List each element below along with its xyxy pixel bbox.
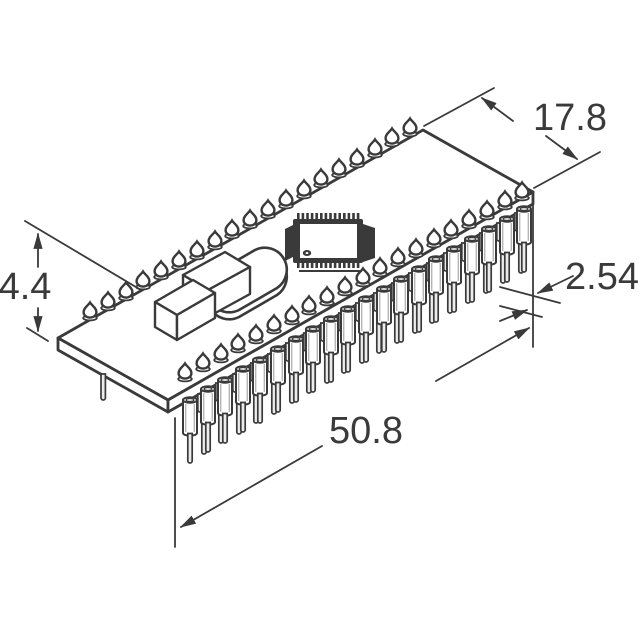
solder-joint <box>331 158 347 179</box>
components <box>153 213 375 342</box>
dim-width-ext-2 <box>533 151 601 189</box>
dim-pitch-arrow-2 <box>499 309 529 322</box>
solder-joint <box>223 219 241 240</box>
dim-width-arrow-1 <box>480 97 514 122</box>
left-under-pin <box>100 373 107 401</box>
dim-height-label: 4.4 <box>0 266 51 308</box>
solder-joint <box>81 301 99 322</box>
solder-joint <box>313 168 329 189</box>
dim-pitch-ext-a <box>499 286 561 304</box>
solder-joint <box>367 138 383 159</box>
dim-width-label: 17.8 <box>533 97 607 139</box>
dim-length-arrow-left <box>179 445 323 528</box>
solder-joint <box>170 250 188 271</box>
dim-height-ext-top <box>24 220 142 291</box>
solder-joint <box>278 189 294 210</box>
dim-height-ext-bottom <box>26 327 49 342</box>
back-pin-row <box>100 210 525 455</box>
smd-ic-top-leads <box>297 213 360 220</box>
cap-box-1 <box>153 278 217 342</box>
solder-joint <box>384 127 400 148</box>
solder-joint <box>296 179 312 200</box>
solder-joint <box>152 260 170 281</box>
dim-pitch: 2.54 <box>499 201 639 348</box>
solder-joint <box>117 281 135 302</box>
solder-joint <box>241 209 258 230</box>
smd-ic-bottom-leads <box>297 262 360 268</box>
solder-joint <box>402 117 418 138</box>
dimensions: 17.8 2.54 4.4 50.8 <box>0 87 639 548</box>
smd-ic <box>285 213 375 272</box>
dim-width: 17.8 <box>423 87 607 189</box>
dim-length: 50.8 <box>174 327 531 548</box>
dim-pitch-label: 2.54 <box>565 256 639 298</box>
header-pin <box>182 396 198 464</box>
dim-length-label: 50.8 <box>329 410 403 452</box>
solder-joint <box>134 270 152 291</box>
solder-joint <box>188 240 206 261</box>
dim-height: 4.4 <box>0 220 142 342</box>
smd-ic-right-leads <box>363 224 375 262</box>
dim-length-arrow-right <box>435 327 531 382</box>
dim-width-ext-1 <box>423 87 495 127</box>
dim-width-arrow-2 <box>545 135 579 160</box>
dim-pitch-arrow-1 <box>536 275 574 294</box>
solder-joint <box>206 230 224 251</box>
smd-ic-left-leads <box>285 225 293 261</box>
solder-joint <box>349 148 365 169</box>
solder-joint <box>99 291 117 312</box>
solder-joint <box>260 199 276 220</box>
